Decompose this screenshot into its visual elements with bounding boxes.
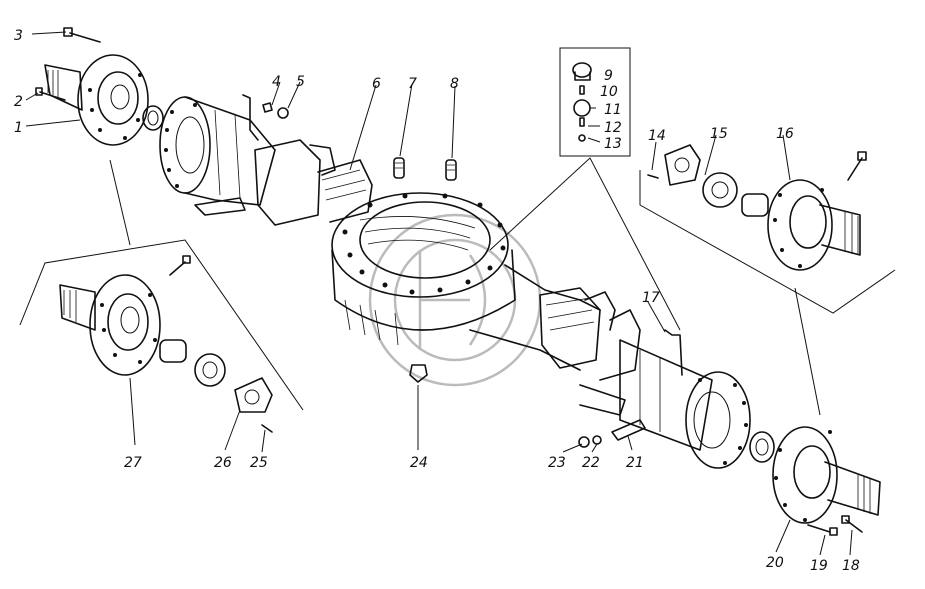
callout-15: 15 xyxy=(710,126,728,142)
small-parts xyxy=(262,102,775,463)
callout-4: 4 xyxy=(272,74,281,90)
callout-22: 22 xyxy=(582,455,600,471)
callout-6: 6 xyxy=(372,76,381,92)
callout-12: 12 xyxy=(604,120,622,136)
callout-26: 26 xyxy=(214,455,232,471)
callout-7: 7 xyxy=(408,76,417,92)
callout-5: 5 xyxy=(296,74,305,90)
callout-9: 9 xyxy=(604,68,613,84)
callout-1: 1 xyxy=(14,120,23,136)
callout-14: 14 xyxy=(648,128,666,144)
callout-labels: 3 2 1 4 5 6 7 8 9 10 11 12 13 14 15 16 1… xyxy=(14,28,860,574)
leader-lines xyxy=(25,31,853,556)
callout-17: 17 xyxy=(642,290,660,306)
right-inset-hub-group xyxy=(639,144,896,314)
callout-10: 10 xyxy=(600,84,618,100)
callout-23: 23 xyxy=(548,455,566,471)
callout-21: 21 xyxy=(626,455,644,471)
callout-19: 19 xyxy=(810,558,828,574)
callout-8: 8 xyxy=(450,76,459,92)
callout-13: 13 xyxy=(604,136,622,152)
callout-24: 24 xyxy=(410,455,428,471)
breather-inset xyxy=(489,47,681,331)
left-inset-hub-group xyxy=(19,159,304,433)
callout-18: 18 xyxy=(842,558,860,574)
callout-2: 2 xyxy=(14,94,23,110)
callout-3: 3 xyxy=(14,28,23,44)
callout-25: 25 xyxy=(250,455,268,471)
left-hub-assembly xyxy=(35,27,164,146)
axle-housing xyxy=(159,94,751,469)
right-hub-assembly xyxy=(772,287,881,536)
callout-20: 20 xyxy=(766,555,784,571)
callout-27: 27 xyxy=(124,455,142,471)
callout-11: 11 xyxy=(604,102,622,118)
callout-16: 16 xyxy=(776,126,794,142)
